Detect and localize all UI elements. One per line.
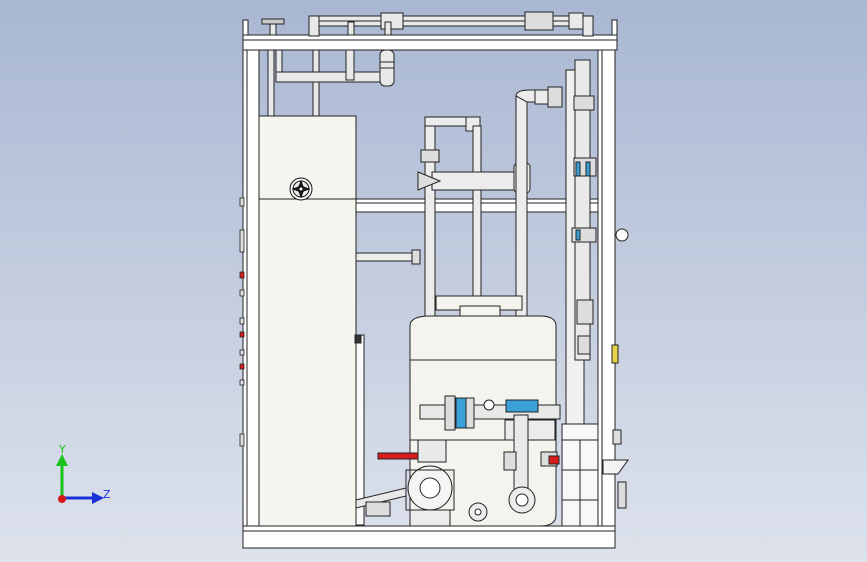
top-pipe-network xyxy=(261,11,594,37)
centrifugal-pump xyxy=(355,439,455,527)
upper-pipe-manifold xyxy=(267,49,395,117)
z-axis-arrow-icon xyxy=(92,492,104,504)
control-cabinet xyxy=(258,115,365,527)
right-lower-panel xyxy=(561,423,599,527)
left-column-markers xyxy=(239,197,245,447)
z-axis-label: Z xyxy=(103,488,111,501)
fan-icon xyxy=(289,177,313,201)
y-axis-label: Y xyxy=(58,443,66,456)
right-instrument-column xyxy=(565,59,629,509)
x-axis-dot-icon xyxy=(58,495,66,503)
axis-triad: Y Z xyxy=(56,443,111,504)
y-axis-arrow-icon xyxy=(56,454,68,466)
valve-assembly xyxy=(419,395,561,522)
